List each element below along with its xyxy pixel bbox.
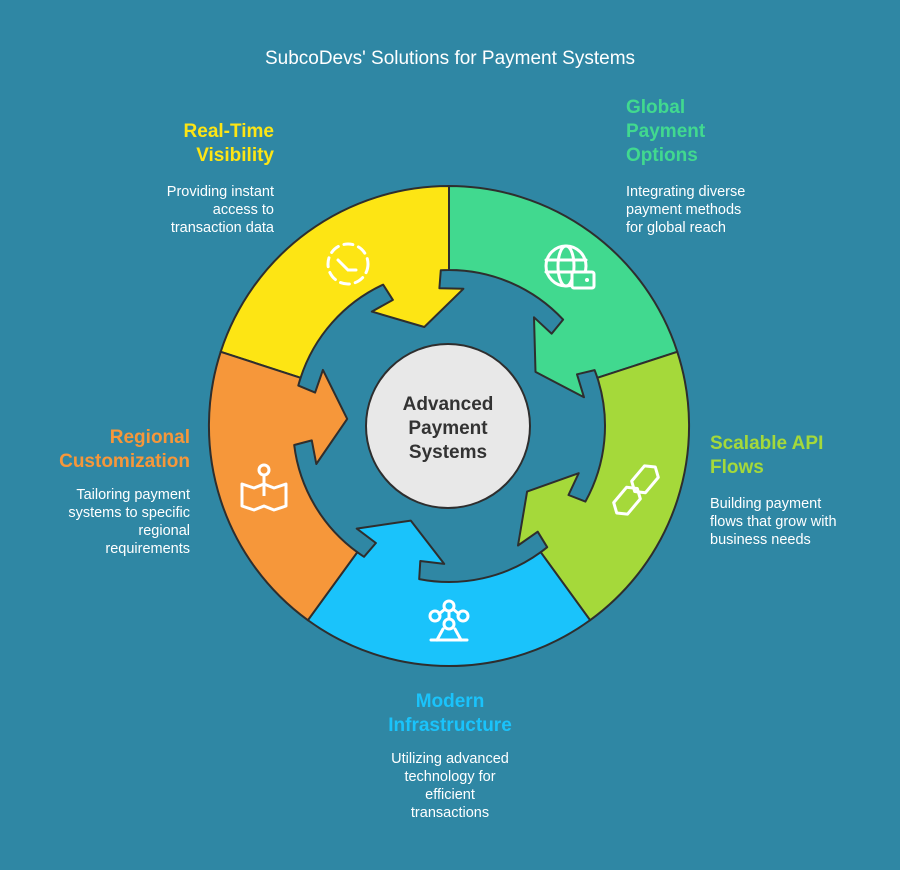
segment-desc-real-time-visibility: Providing instant access to transaction … bbox=[166, 184, 274, 236]
segment-label-modern-infrastructure: Modern Infrastructure bbox=[388, 691, 512, 736]
center-label-line-3: Systems bbox=[409, 442, 487, 463]
center-circle bbox=[365, 343, 531, 509]
center-label-line-2: Payment bbox=[408, 418, 488, 439]
map-pin-icon bbox=[240, 463, 288, 512]
segment-desc-regional-customization: Tailoring payment systems to specific re… bbox=[68, 487, 190, 557]
diagram-title: SubcoDevs' Solutions for Payment Systems bbox=[264, 48, 636, 69]
ring-segments bbox=[207, 185, 691, 668]
center-hub: Advanced Payment Systems bbox=[365, 343, 531, 509]
dashed-clock-icon bbox=[326, 242, 370, 286]
segment-label-scalable-api-flows: Scalable API Flows bbox=[710, 433, 824, 478]
segment-label-regional-customization: Regional Customization bbox=[59, 427, 190, 472]
atomium-icon bbox=[428, 599, 470, 642]
segment-label-global-payment-options: Global Payment Options bbox=[626, 97, 706, 166]
segment-desc-modern-infrastructure: Utilizing advanced technology for effici… bbox=[391, 751, 509, 821]
segment-desc-global-payment-options: Integrating diverse payment methods for … bbox=[626, 184, 746, 236]
link-icon bbox=[612, 464, 660, 516]
segment-label-real-time-visibility: Real-Time Visibility bbox=[183, 121, 274, 166]
segment-desc-scalable-api-flows: Building payment flows that grow with bu… bbox=[710, 496, 837, 548]
globe-wallet-icon bbox=[544, 244, 596, 290]
segment-icons bbox=[240, 242, 660, 642]
center-label-line-1: Advanced bbox=[403, 394, 494, 415]
